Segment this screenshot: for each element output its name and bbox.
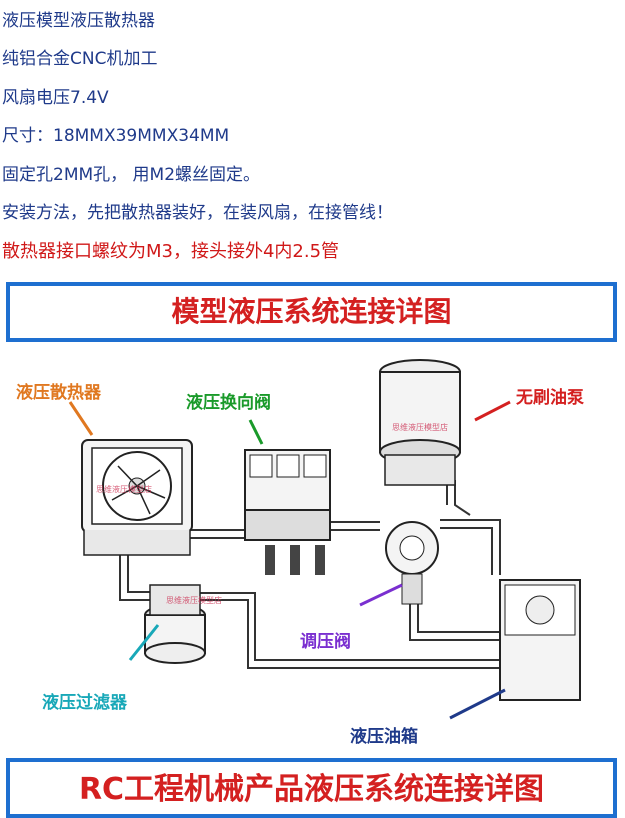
bottom-title-banner: RC工程机械产品液压系统连接详图 <box>6 758 617 818</box>
thread-note: 散热器接口螺纹为M3，接头接外4内2.5管 <box>2 241 340 262</box>
spec-line-product: 液压模型液压散热器 <box>2 11 155 31</box>
label-valve: 液压换向阀 <box>186 393 271 413</box>
hydraulic-diagram: 思维液压模型店 思维液压模型店 思维液压模型店 <box>68 359 581 720</box>
label-radiator: 液压散热器 <box>16 383 101 403</box>
directional-valve <box>244 449 331 575</box>
spec-line-size: 尺寸：18MMX39MMX34MM <box>2 126 230 146</box>
spec-line-mounting: 固定孔2MM孔， 用M2螺丝固定。 <box>2 165 261 185</box>
hydraulic-filter: 思维液压模型店 <box>144 584 222 664</box>
bottom-title: RC工程机械产品液压系统连接详图 <box>78 772 545 807</box>
label-tank: 液压油箱 <box>350 727 418 747</box>
diagram-title: 模型液压系统连接详图 <box>171 295 452 328</box>
spec-line-install: 安装方法，先把散热器装好，在装风扇，在接管线！ <box>2 203 393 223</box>
spec-line-voltage: 风扇电压7.4V <box>2 88 109 108</box>
hydraulic-tank <box>499 579 581 701</box>
watermark-pump: 思维液压模型店 <box>392 422 448 432</box>
spec-line-material: 纯铝合金CNC机加工 <box>2 49 158 69</box>
brushless-pump: 思维液压模型店 <box>379 359 461 486</box>
radiator-unit: 思维液压模型店 <box>81 439 193 556</box>
label-regulator: 调压阀 <box>300 632 351 652</box>
hose-lines <box>119 480 501 669</box>
watermark-radiator: 思维液压模型店 <box>96 484 152 494</box>
label-pump: 无刷油泵 <box>516 388 584 408</box>
watermark-filter: 思维液压模型店 <box>166 595 222 605</box>
pressure-regulator <box>385 521 439 605</box>
diagram-title-banner: 模型液压系统连接详图 <box>6 282 617 342</box>
label-filter: 液压过滤器 <box>42 693 127 713</box>
